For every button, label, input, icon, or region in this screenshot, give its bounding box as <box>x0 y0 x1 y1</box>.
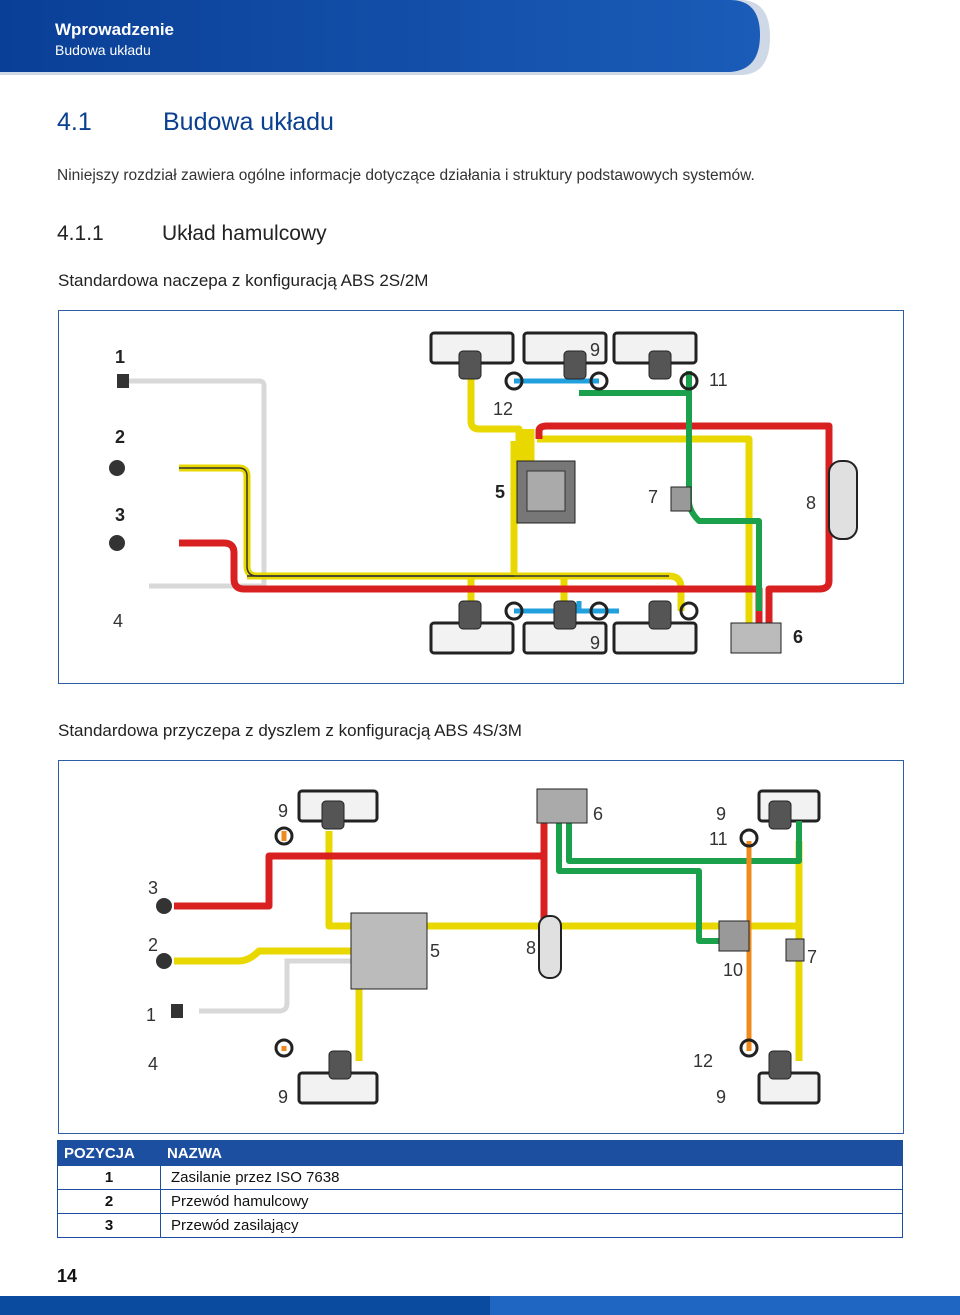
d2-label-6: 6 <box>593 804 603 824</box>
diagram1-caption: Standardowa naczepa z konfiguracją ABS 2… <box>58 271 429 290</box>
iso-connector-icon <box>171 1004 183 1018</box>
d2-label-4: 4 <box>148 1054 158 1074</box>
d2-label-12: 12 <box>693 1051 713 1071</box>
brake-coupling-icon <box>156 953 172 969</box>
d2-label-9c: 9 <box>278 1087 288 1107</box>
legend-header-position: POZYCJA <box>57 1140 161 1166</box>
d1-label-8: 8 <box>806 493 816 513</box>
legend-table: POZYCJA NAZWA 1 Zasilanie przez ISO 7638… <box>57 1140 903 1238</box>
page-header: Wprowadzenie Budowa układu <box>0 0 960 75</box>
d1-label-4: 4 <box>113 611 123 631</box>
air-tank <box>828 460 858 540</box>
d2-label-10: 10 <box>723 960 743 980</box>
d2-label-8: 8 <box>526 938 536 958</box>
d2-label-5: 5 <box>430 941 440 961</box>
d1-label-6: 6 <box>793 627 803 647</box>
section-number: 4.1 <box>57 108 92 136</box>
table-row: 3 Przewód zasilający <box>57 1213 903 1238</box>
subsection-title: Układ hamulcowy <box>162 222 327 245</box>
legend-name: Przewód hamulcowy <box>160 1189 903 1214</box>
axle-top <box>429 331 698 655</box>
legend-name: Przewód zasilający <box>160 1213 903 1238</box>
header-subtitle: Budowa układu <box>55 42 151 58</box>
header-title: Wprowadzenie <box>55 20 175 39</box>
d2-label-1: 1 <box>146 1005 156 1025</box>
diagram2-caption: Standardowa przyczepa z dyszlem z konfig… <box>58 721 522 740</box>
legend-header-row: POZYCJA NAZWA <box>57 1140 903 1166</box>
legend-header-name: NAZWA <box>160 1140 903 1166</box>
d2-label-3: 3 <box>148 878 158 898</box>
d2-label-11: 11 <box>709 829 728 849</box>
drawbar-trailer-brake-diagram: 3 2 1 4 5 6 7 8 9 9 9 9 10 11 12 <box>58 760 904 1134</box>
d1-label-9a: 9 <box>590 340 600 360</box>
d1-label-7: 7 <box>648 487 658 507</box>
ecu-module <box>350 912 428 990</box>
subsection-number: 4.1.1 <box>57 222 104 245</box>
legend-pos: 2 <box>57 1189 161 1214</box>
d1-label-11: 11 <box>709 370 728 390</box>
legend-name: Zasilanie przez ISO 7638 <box>160 1165 903 1190</box>
d1-label-3: 3 <box>115 505 125 525</box>
page-number: 14 <box>57 1266 78 1286</box>
header-banner <box>0 0 770 75</box>
iso-connector-icon <box>117 374 129 388</box>
d2-label-7: 7 <box>807 947 817 967</box>
supply-coupling-icon <box>156 898 172 914</box>
legend-pos: 3 <box>57 1213 161 1238</box>
table-row: 2 Przewód hamulcowy <box>57 1189 903 1214</box>
table-row: 1 Zasilanie przez ISO 7638 <box>57 1165 903 1190</box>
d2-label-9a: 9 <box>278 801 288 821</box>
section-title: Budowa układu <box>163 108 334 136</box>
d1-label-5: 5 <box>495 482 505 502</box>
supply-coupling-icon <box>109 535 125 551</box>
d1-label-12: 12 <box>493 399 513 419</box>
d2-label-2: 2 <box>148 935 158 955</box>
d1-label-2: 2 <box>115 427 125 447</box>
semitrailer-brake-diagram: 1 2 3 4 5 6 7 8 9 9 11 12 <box>58 310 904 684</box>
d2-label-9b: 9 <box>716 804 726 824</box>
footer-bar <box>0 1296 960 1315</box>
brake-coupling-icon <box>109 460 125 476</box>
d1-label-1: 1 <box>115 347 125 367</box>
air-tank <box>538 915 562 979</box>
section-intro: Niniejszy rozdział zawiera ogólne inform… <box>57 167 755 184</box>
d1-label-9b: 9 <box>590 633 600 653</box>
legend-pos: 1 <box>57 1165 161 1190</box>
d2-label-9d: 9 <box>716 1087 726 1107</box>
